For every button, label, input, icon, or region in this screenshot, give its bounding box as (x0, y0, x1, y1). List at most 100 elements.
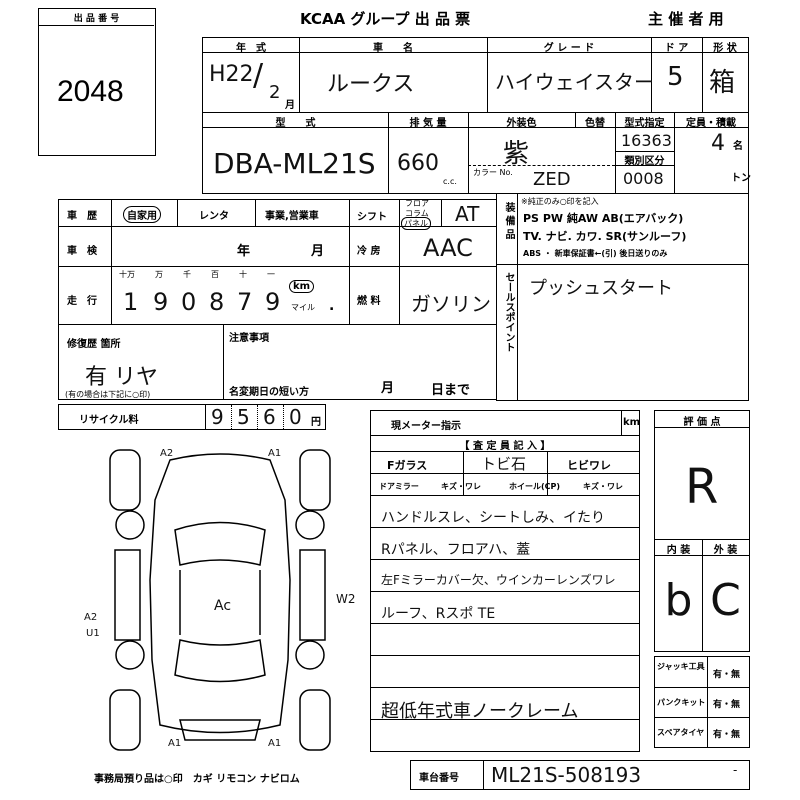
inspector-line: 超低年式車ノークレーム (381, 701, 579, 722)
equipment-block: 装 備 品 ※純正のみ○印を記入 PS PW 純AW AB(エアバック) TV.… (496, 193, 749, 401)
wheel-value: キズ・ワレ (583, 482, 623, 491)
recycle-block: リサイクル料 9 5 6 0 円 (58, 404, 326, 430)
shape-label: 形 状 (713, 43, 737, 54)
accessory-label: ジャッキ工具 (657, 662, 705, 671)
history-option-business: 事業,営業車 (265, 211, 319, 222)
fuel-label: 燃 料 (357, 296, 381, 307)
shift-label: シフト (357, 212, 387, 223)
row-model: 型 式 排 気 量 外装色 色替 型式指定 定員・積載 類別区分 カラー No.… (202, 112, 751, 194)
recycle-digit: 5 (237, 405, 250, 429)
mileage-digit: 1 (123, 288, 139, 316)
fglass-value: トビ石 (481, 455, 527, 473)
cc-unit: c.c. (443, 177, 457, 186)
crack-label: ヒビワレ (567, 459, 611, 472)
capacity-label: 定員・積載 (686, 118, 736, 129)
model: DBA-ML21S (213, 147, 376, 180)
inspector-label: 【 査 定 員 記 入 】 (459, 441, 551, 452)
fuel-value: ガソリン (411, 292, 491, 316)
score-block: 評 価 点 R 内 装 外 装 b C (654, 410, 750, 652)
shift-value: AT (455, 202, 480, 226)
category-label: 類別区分 (624, 156, 665, 167)
inspector-line: Rパネル、フロアハ、蓋 (381, 542, 531, 558)
grade-label: グ レ ー ド (543, 43, 595, 54)
accessory-value: 有・無 (713, 670, 741, 680)
mileage-digit: 7 (237, 288, 253, 316)
digit-label: 一 (267, 270, 275, 279)
diagram-note-u1: U1 (86, 628, 100, 639)
mirror-label: ドアミラー (379, 482, 419, 491)
diagram-note-a1-bottom-left: A1 (168, 738, 182, 749)
inspection-month-unit: 月 (311, 244, 325, 259)
chassis-number: ML21S-508193 (491, 763, 642, 787)
car-diagram (109, 449, 331, 751)
expiry-month: 月 (381, 381, 395, 396)
year-label: 年 式 (236, 43, 266, 54)
exterior-label: 外 装 (713, 545, 738, 556)
row-vehicle: 年 式 車 名 グ レ ー ド ド ア 形 状 H22 / 2 月 ルークス ハ… (202, 37, 749, 113)
inspection-label: 車 検 (67, 246, 97, 257)
mileage-digit: 8 (209, 288, 225, 316)
mileage-digit: 9 (153, 288, 169, 316)
mirror-value: キズ・ワレ (441, 482, 481, 491)
inspector-line: ルーフ、Rスポ TE (381, 606, 496, 622)
equipment-label: 装 備 品 (503, 202, 514, 239)
history-label: 車 歴 (67, 211, 97, 222)
lot-number: 2048 (57, 75, 124, 108)
history-block: 車 歴 自家用 レンタ 事業,営業車 車 検 年 月 走 行 十万 万 千 百 … (58, 199, 497, 325)
diagram-note-w2: W2 (336, 592, 356, 606)
equipment-line3: ABS ・ 新車保証書←(引) 後日送りのみ (523, 249, 668, 258)
repair-block: 修復歴 箇所 有 リヤ (有の場合は下記に○印) 注意事項 名変期日の短い方 月… (58, 324, 497, 400)
meter-label: 現メーター指示 (391, 421, 461, 432)
color-code: ZED (533, 169, 571, 190)
color-code-label: カラー No. (473, 168, 513, 177)
ac-label: 冷 房 (357, 246, 381, 257)
digit-label: 十 (239, 270, 247, 279)
equipment-line1: PS PW 純AW AB(エアバック) (523, 212, 684, 225)
diagram-note-a1-bottom-right: A1 (268, 738, 282, 749)
model-label: 型 式 (275, 118, 316, 129)
color-label: 外装色 (506, 118, 537, 129)
person-unit: 名 (733, 141, 743, 152)
accessory-label: スペアタイヤ (657, 728, 705, 737)
grade: ハイウェイスター (495, 70, 654, 94)
car-label: 車 名 (373, 43, 413, 54)
interior-score: b (664, 575, 693, 626)
repair-sub: (有の場合は下記に○印) (65, 390, 151, 399)
lot-box: 出 品 番 号 2048 (38, 8, 156, 156)
km-unit: km (289, 280, 315, 293)
accessory-value: 有・無 (713, 730, 741, 740)
year-era: H22 (209, 62, 254, 87)
expiry-day: 日まで (431, 383, 471, 398)
color: 紫 (503, 139, 530, 169)
mileage-digit: 9 (265, 288, 281, 316)
category: 0008 (623, 169, 664, 188)
type-designation: 16363 (621, 131, 672, 150)
inspector-line: ハンドルスレ、シートしみ、イたり (381, 510, 605, 526)
office-note: 事務局預り品は○印 カギ リモコン ナビロム (94, 774, 300, 785)
diagram-note-a2: A2 (160, 448, 174, 459)
digit-label: 十万 (119, 270, 135, 279)
displacement: 660 (397, 151, 439, 176)
capacity: 4 (711, 131, 725, 156)
displacement-label: 排 気 量 (409, 118, 447, 129)
interior-label: 内 装 (666, 545, 691, 556)
mile-unit: マイル (291, 303, 315, 312)
form-title: KCAA グループ 出 品 票 (300, 10, 471, 28)
exterior-score: C (710, 575, 741, 626)
accessory-label: パンクキット (657, 698, 706, 707)
expiry-label: 名変期日の短い方 (229, 387, 309, 398)
mileage-dot: . (329, 298, 335, 314)
color-change-label: 色替 (585, 118, 605, 129)
chassis-dash: - (733, 763, 738, 777)
diagram-note-center: Ac (214, 598, 232, 614)
mileage-label: 走 行 (67, 296, 97, 307)
sales-point-text: プッシュスタート (529, 278, 673, 299)
year-month: 2 (269, 82, 281, 103)
month-unit: 月 (285, 100, 295, 111)
accessories-block: ジャッキ工具 有・無 パンクキット 有・無 スペアタイヤ 有・無 (654, 656, 750, 748)
history-option-rental: レンタ (199, 211, 229, 222)
inspector-line: 左Fミラーカバー欠、ウインカーレンズワレ (381, 573, 616, 587)
digit-label: 千 (183, 270, 191, 279)
wheel-label: ホイール(CP) (509, 482, 561, 491)
repair-label: 修復歴 箇所 (67, 339, 121, 350)
